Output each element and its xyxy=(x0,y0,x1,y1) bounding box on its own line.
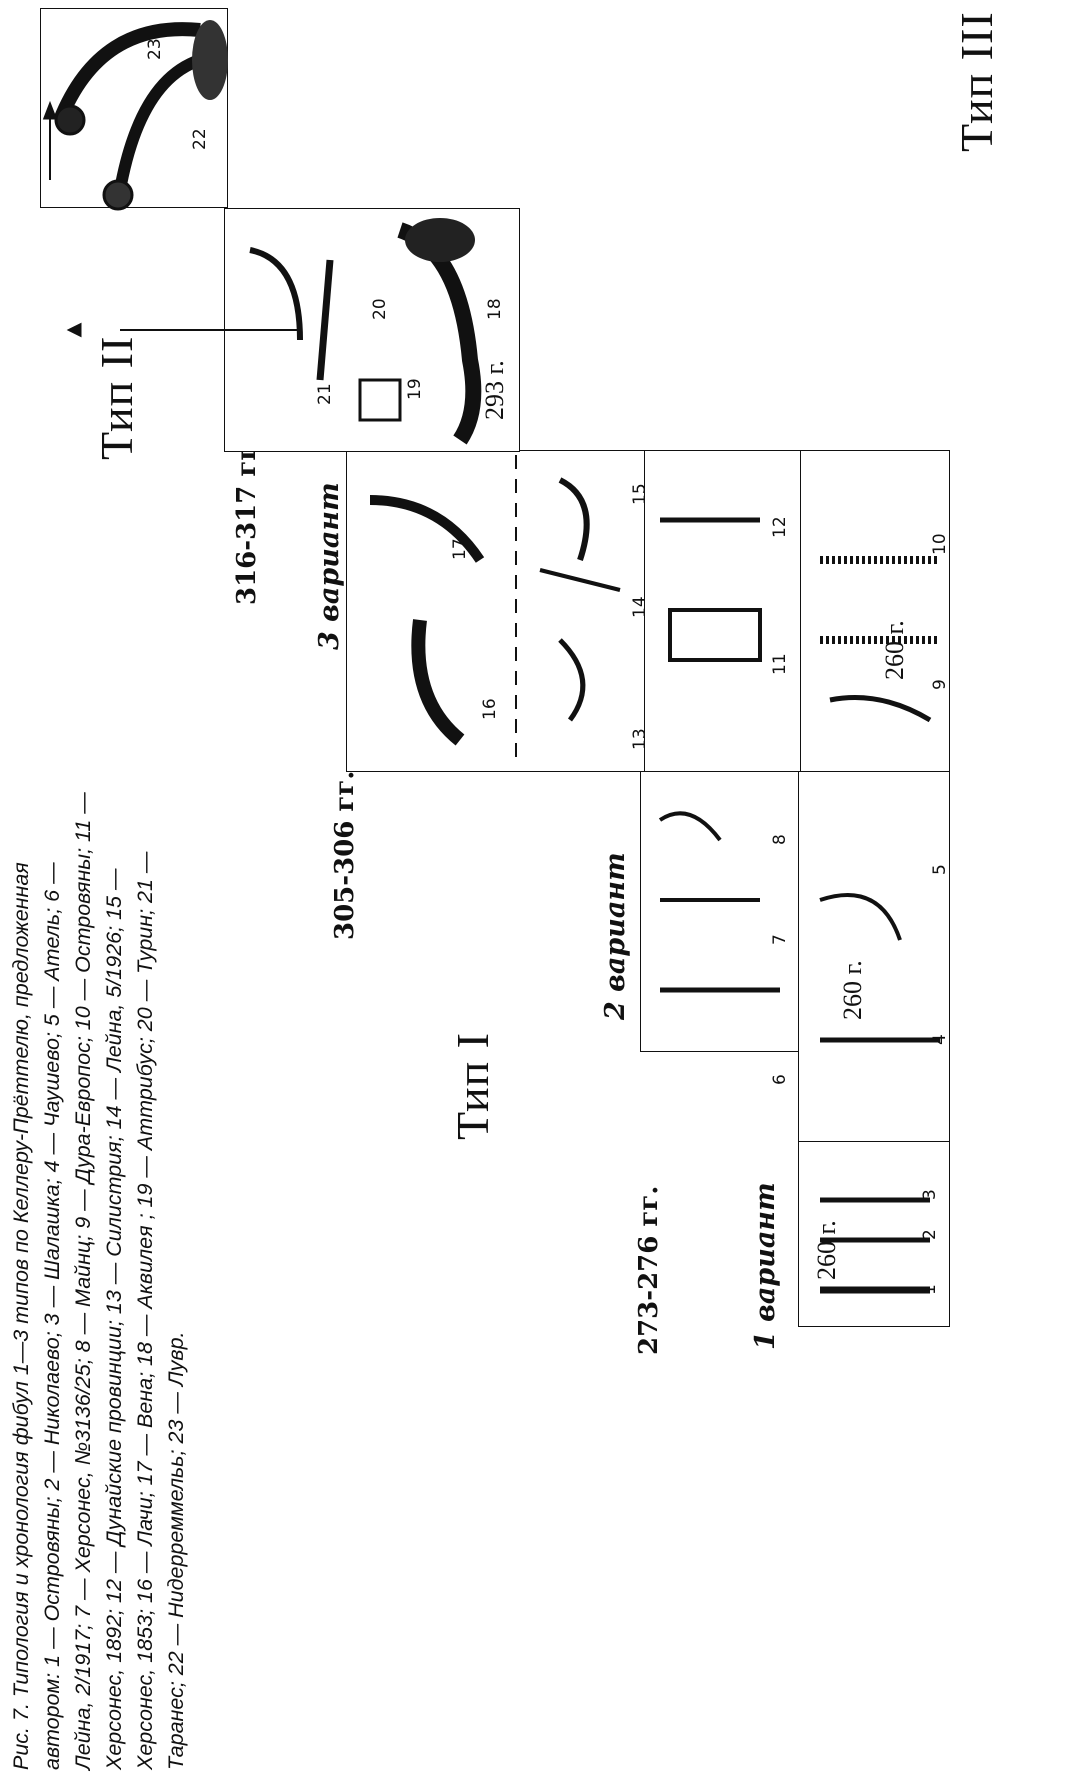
box-figs-4-5 xyxy=(798,770,950,1142)
fig-number-2: 2 xyxy=(920,1229,940,1240)
fig-number-22: 22 xyxy=(190,128,210,150)
fig-number-3: 3 xyxy=(920,1189,940,1200)
fig-number-9: 9 xyxy=(930,679,950,690)
fig-number-7: 7 xyxy=(770,934,790,945)
fig-number-5: 5 xyxy=(930,864,950,875)
fig-number-20: 20 xyxy=(370,298,390,320)
fig-number-12: 12 xyxy=(770,516,790,538)
fig-number-23: 23 xyxy=(145,38,165,60)
fig-number-13: 13 xyxy=(630,728,650,750)
fig-number-18: 18 xyxy=(485,298,505,320)
fig-number-1: 1 xyxy=(920,1284,940,1295)
fig-number-14: 14 xyxy=(630,596,650,618)
fig-number-4: 4 xyxy=(930,1034,950,1045)
fig-number-11: 11 xyxy=(770,653,790,675)
fig-number-10: 10 xyxy=(930,533,950,555)
fig-number-19: 19 xyxy=(405,378,425,400)
box-variant-1 xyxy=(798,1140,950,1327)
fig-number-17: 17 xyxy=(450,538,470,560)
fig-number-6: 6 xyxy=(770,1074,790,1085)
fig-number-16: 16 xyxy=(480,698,500,720)
fig-number-8: 8 xyxy=(770,834,790,845)
fig-number-21: 21 xyxy=(315,383,335,405)
fig-number-15: 15 xyxy=(630,483,650,505)
